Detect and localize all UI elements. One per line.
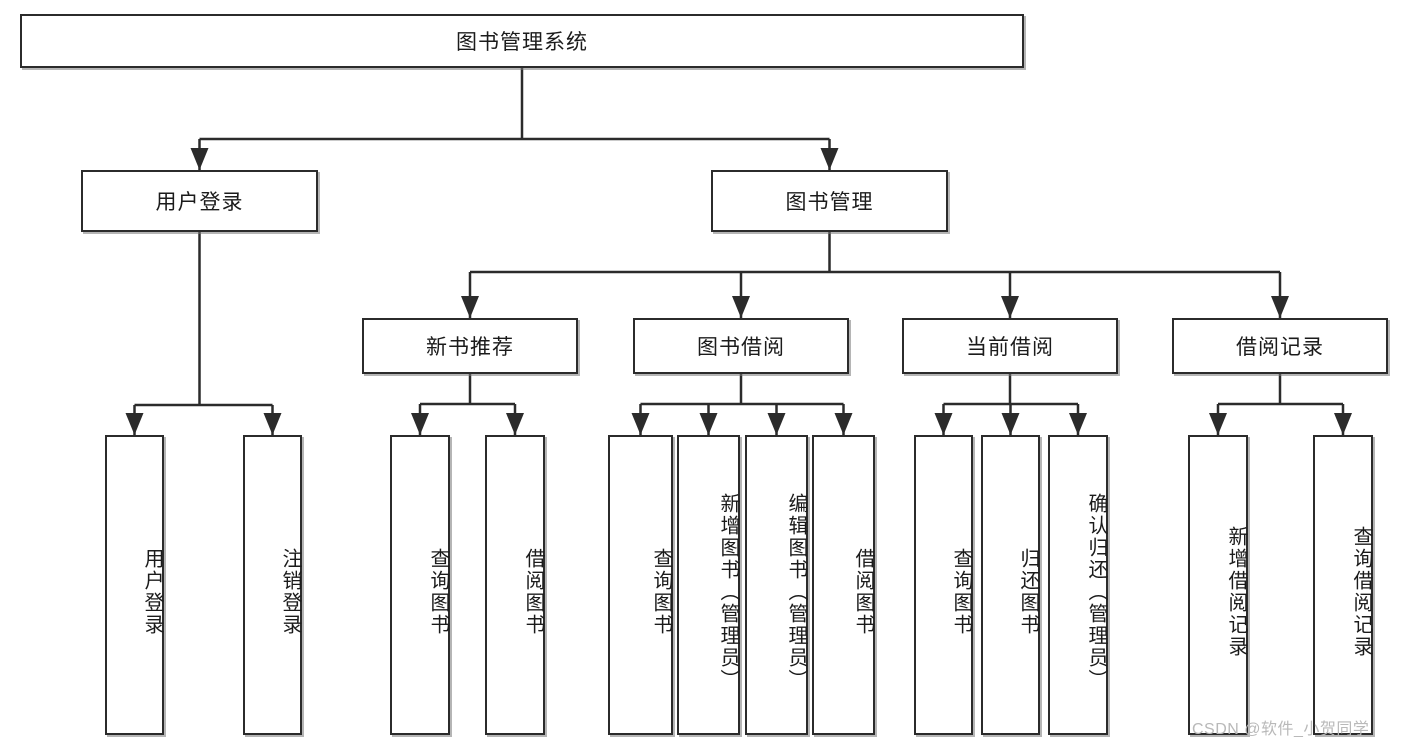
node-current[interactable]: 当前借阅 [902,318,1118,374]
edge-arrowhead [1001,296,1019,318]
node-leaf-rec-add[interactable]: 新增借阅记录 [1188,435,1248,735]
edge-arrowhead [732,296,750,318]
edge-arrowhead [834,413,853,435]
node-leaf-cur-confirm[interactable]: 确认归还（管理员） [1048,435,1108,735]
edge-arrowhead [934,413,953,435]
node-login[interactable]: 用户登录 [81,170,318,232]
node-label: 确认归还（管理员） [1085,493,1107,691]
node-leaf-rec-query[interactable]: 查询借阅记录 [1313,435,1373,735]
edge-arrowhead [820,148,839,170]
node-label: 注销登录 [279,548,301,636]
node-leaf-nb-borrow[interactable]: 借阅图书 [485,435,545,735]
node-records[interactable]: 借阅记录 [1172,318,1388,374]
node-label: 用户登录 [155,191,244,214]
node-leaf-nb-query[interactable]: 查询图书 [390,435,450,735]
node-label: 查询借阅记录 [1350,526,1372,658]
node-leaf-cur-query[interactable]: 查询图书 [914,435,973,735]
node-bookmgmt[interactable]: 图书管理 [711,170,948,232]
node-label: 借阅记录 [1236,336,1324,359]
node-label: 归还图书 [1017,548,1039,636]
edge-arrowhead [411,413,429,435]
node-root[interactable]: 图书管理系统 [20,14,1024,68]
node-label: 编辑图书（管理员） [785,493,807,691]
node-label: 查询图书 [650,548,672,636]
edge-arrowhead [699,413,718,435]
node-leaf-bw-add[interactable]: 新增图书（管理员） [677,435,740,735]
edge-arrowhead [1271,296,1289,318]
node-borrow[interactable]: 图书借阅 [633,318,849,374]
node-label: 借阅图书 [852,548,874,636]
node-label: 借阅图书 [522,548,544,636]
node-label: 当前借阅 [966,336,1054,359]
node-leaf-user-logout[interactable]: 注销登录 [243,435,302,735]
node-leaf-cur-return[interactable]: 归还图书 [981,435,1040,735]
node-label: 图书借阅 [697,336,785,359]
edge-arrowhead [1209,413,1227,435]
node-leaf-bw-query[interactable]: 查询图书 [608,435,673,735]
edge-arrowhead [461,296,479,318]
edge-arrowhead [125,413,144,435]
node-label: 新增借阅记录 [1225,526,1247,658]
edge-arrowhead [767,413,786,435]
edge-arrowhead [263,413,282,435]
edge-arrowhead [1001,413,1020,435]
node-label: 查询图书 [427,548,449,636]
node-label: 图书管理系统 [456,31,588,54]
edge-arrowhead [1334,413,1352,435]
edge-arrowhead [190,148,209,170]
node-label: 新书推荐 [426,336,514,359]
node-label: 图书管理 [785,191,874,214]
edge-arrowhead [506,413,524,435]
edge-arrowhead [631,413,650,435]
node-label: 新增图书（管理员） [717,493,739,691]
node-newbook[interactable]: 新书推荐 [362,318,578,374]
node-leaf-bw-edit[interactable]: 编辑图书（管理员） [745,435,808,735]
node-label: 查询图书 [950,548,972,636]
node-leaf-bw-borrow[interactable]: 借阅图书 [812,435,875,735]
node-label: 用户登录 [141,548,163,636]
edge-arrowhead [1069,413,1087,435]
node-leaf-user-login[interactable]: 用户登录 [105,435,164,735]
